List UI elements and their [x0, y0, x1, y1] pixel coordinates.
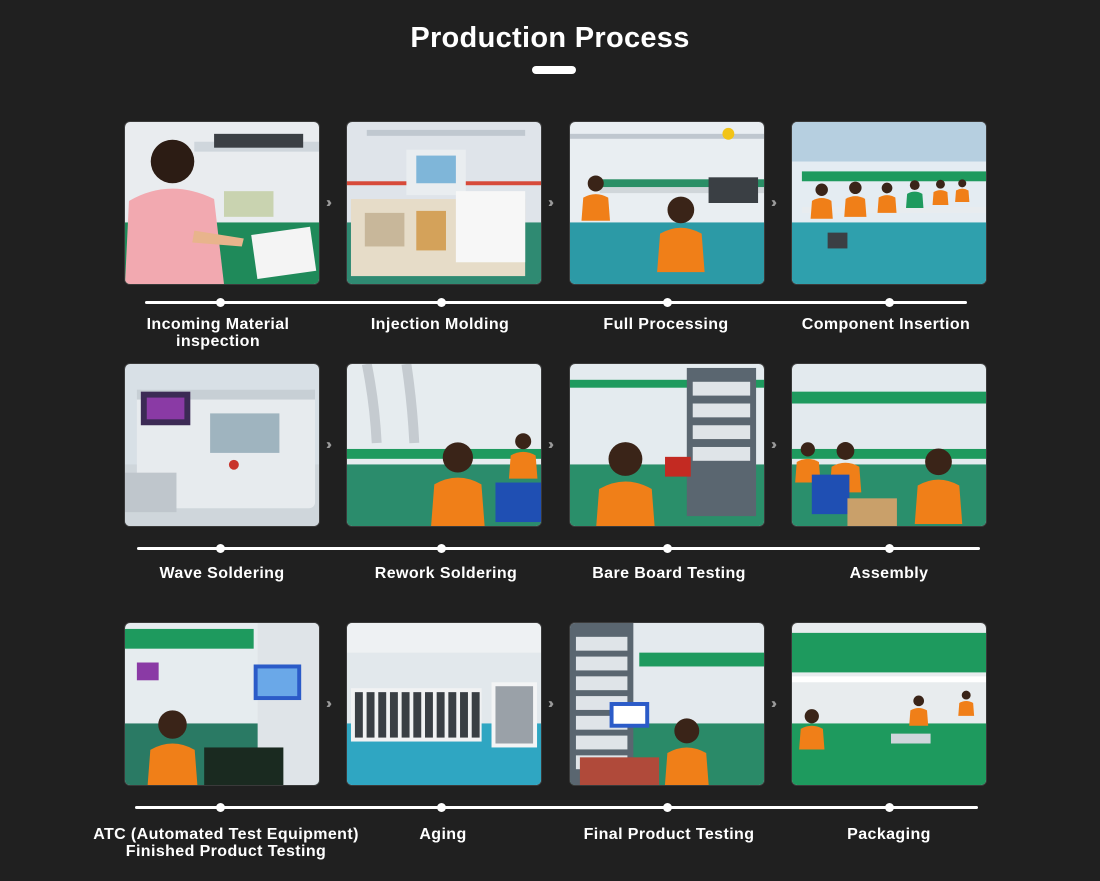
title-underline: [532, 66, 576, 74]
step-photo-pink-inspector: [124, 121, 320, 285]
double-chevron-right-icon: ››: [548, 194, 554, 211]
timeline-dot: [884, 544, 894, 553]
step-photo-molding-machine: [346, 121, 542, 285]
step-label: Packaging: [847, 826, 931, 843]
step-label: ATC (Automated Test Equipment)Finished P…: [93, 826, 359, 860]
double-chevron-right-icon: ››: [326, 436, 332, 453]
step-label: Component Insertion: [801, 316, 971, 333]
timeline-dot: [436, 803, 446, 812]
step-label: Assembly: [849, 565, 929, 582]
step-photo-aging-racks: [346, 622, 542, 786]
double-chevron-right-icon: ››: [771, 695, 777, 712]
step-photo-assembly-line: [791, 363, 987, 527]
timeline-dot: [662, 803, 672, 812]
step-photo-packaging-line: [791, 622, 987, 786]
double-chevron-right-icon: ››: [771, 194, 777, 211]
timeline-dot: [436, 298, 446, 307]
step-label: Wave Soldering: [159, 565, 285, 582]
step-photo-insertion-line: [791, 121, 987, 285]
timeline-dot: [662, 298, 672, 307]
step-label: Bare Board Testing: [592, 565, 746, 582]
step-label: Final Product Testing: [583, 826, 755, 843]
timeline-dot: [215, 298, 225, 307]
double-chevron-right-icon: ››: [548, 436, 554, 453]
timeline-dot: [662, 544, 672, 553]
timeline-row-1: [145, 301, 967, 304]
timeline-dot: [884, 298, 894, 307]
timeline-dot: [884, 803, 894, 812]
timeline-dot: [436, 544, 446, 553]
step-label: Rework Soldering: [374, 565, 518, 582]
step-label: Full Processing: [603, 316, 729, 333]
timeline-row-2: [137, 547, 980, 550]
step-photo-final-test-rack: [569, 622, 765, 786]
double-chevron-right-icon: ››: [326, 695, 332, 712]
double-chevron-right-icon: ››: [326, 194, 332, 211]
step-photo-processing-line: [569, 121, 765, 285]
timeline-dot: [215, 544, 225, 553]
step-photo-ate-station: [124, 622, 320, 786]
step-photo-board-test-rack: [569, 363, 765, 527]
double-chevron-right-icon: ››: [771, 436, 777, 453]
step-photo-rework-workers: [346, 363, 542, 527]
timeline-dot: [215, 803, 225, 812]
step-photo-wave-soldering-machine: [124, 363, 320, 527]
step-label: Injection Molding: [370, 316, 510, 333]
page-title: Production Process: [410, 22, 690, 54]
double-chevron-right-icon: ››: [548, 695, 554, 712]
step-label: Aging: [419, 826, 467, 843]
timeline-row-3: [135, 806, 978, 809]
